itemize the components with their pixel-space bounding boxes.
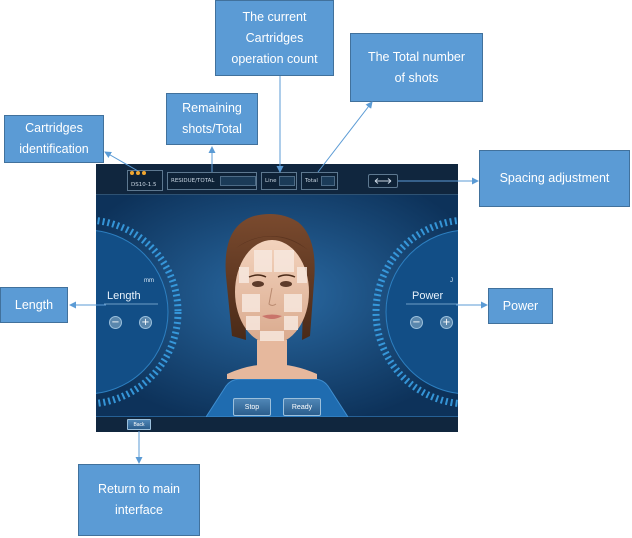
- power-unit: J: [450, 278, 453, 284]
- power-label: Power: [412, 290, 444, 302]
- back-button[interactable]: Back: [127, 419, 151, 430]
- length-increase-button[interactable]: +: [139, 316, 152, 329]
- length-label: Length: [107, 290, 141, 302]
- device-screen: DS10-1.5 RESIDUE/TOTAL Line Total mm Len…: [96, 164, 458, 432]
- power-decrease-button[interactable]: −: [410, 316, 423, 329]
- callout-current-count: The current Cartridges operation count: [215, 0, 334, 76]
- ready-button[interactable]: Ready: [283, 398, 321, 416]
- residue-total-label: RESIDUE/TOTAL: [171, 178, 215, 184]
- callout-remaining-shots: Remaining shots/Total: [166, 93, 258, 145]
- stop-button[interactable]: Stop: [233, 398, 271, 416]
- status-dot: [142, 171, 146, 175]
- callout-total-shots: The Total number of shots: [350, 33, 483, 102]
- screen-background-art: [96, 194, 458, 418]
- total-shots-field: [320, 176, 335, 186]
- bottom-bar: [96, 417, 458, 432]
- power-increase-button[interactable]: +: [440, 316, 453, 329]
- face-illustration: [225, 214, 317, 379]
- spacing-adjust-button[interactable]: [368, 174, 398, 188]
- callout-cartridge-id: Cartridges identification: [4, 115, 104, 163]
- status-dot: [136, 171, 140, 175]
- cartridge-code: DS10-1.5: [131, 182, 157, 188]
- spacing-arrows-icon: [374, 178, 392, 184]
- total-label: Total: [305, 178, 318, 184]
- cartridge-status-dots: [130, 171, 146, 175]
- callout-length: Length: [0, 287, 68, 323]
- residue-total-panel: RESIDUE/TOTAL: [167, 172, 257, 190]
- callout-return-main: Return to main interface: [78, 464, 200, 536]
- status-dot: [130, 171, 134, 175]
- line-label: Line: [265, 178, 277, 184]
- arrow-cartridge-id: [104, 151, 139, 172]
- dial-underlines: [104, 303, 458, 305]
- arrow-total-shots: [317, 101, 373, 173]
- length-unit: mm: [144, 278, 154, 284]
- line-count-field: [279, 176, 296, 186]
- cartridge-id-panel: DS10-1.5: [127, 170, 163, 191]
- callout-power: Power: [488, 288, 553, 324]
- residue-total-field: [220, 176, 256, 186]
- length-dial: [96, 217, 182, 407]
- total-shots-panel: Total: [301, 172, 338, 190]
- callout-spacing-adjustment: Spacing adjustment: [479, 150, 630, 207]
- length-decrease-button[interactable]: −: [109, 316, 122, 329]
